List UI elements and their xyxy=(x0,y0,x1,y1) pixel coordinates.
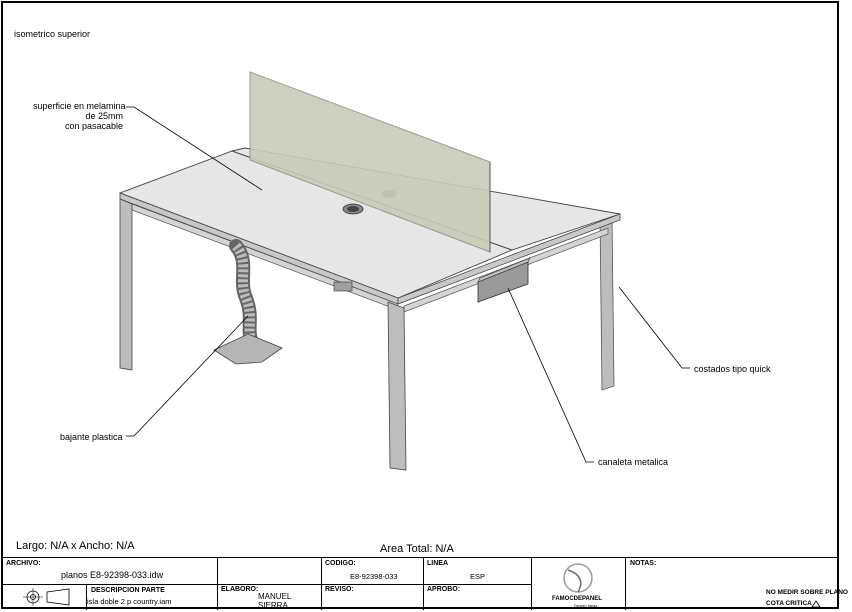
tb-notas-cell: NOTAS: NO MEDIR SOBRE PLANO COTA CRITICA xyxy=(626,558,848,610)
leg-front-left xyxy=(119,198,133,371)
tb-archivo-value: planos E8-92398-033.idw xyxy=(61,570,164,580)
tb-linea-cell: LINEA ESP APROBO: xyxy=(424,558,532,610)
tb-reviso-label: REVISO: xyxy=(325,586,354,593)
leader-bajante xyxy=(126,315,249,437)
tb-descripcion-value: isla doble 2 p country.iam xyxy=(87,597,172,606)
privacy-screen xyxy=(249,71,491,253)
callout-superficie-line3: con pasacable xyxy=(64,121,123,131)
tb-notas-label: NOTAS: xyxy=(630,560,657,567)
callout-costados: costados tipo quick xyxy=(694,364,771,374)
tb-elaboro-cell: ELABORO: MANUEL SIERRA xyxy=(218,558,322,610)
cable-spine xyxy=(213,239,283,365)
title-block: ARCHIVO: planos E8-92398-033.idw DESCRIP… xyxy=(3,557,848,610)
tb-archivo-cell: ARCHIVO: planos E8-92398-033.idw DESCRIP… xyxy=(3,558,218,610)
critical-dimension-icon xyxy=(811,600,821,608)
sheet-frame xyxy=(1,1,839,609)
tb-divider xyxy=(86,584,87,610)
tb-divider xyxy=(3,584,218,585)
tb-elaboro-value-2: SIERRA xyxy=(258,601,288,610)
tb-logo-sub: Design Ideas xyxy=(574,603,598,608)
tb-nota-1: NO MEDIR SOBRE PLANO xyxy=(766,589,848,596)
projection-symbol-icon xyxy=(23,588,70,606)
tb-nota-2: COTA CRITICA xyxy=(766,600,812,607)
tb-descripcion-label: DESCRIPCION PARTE xyxy=(91,587,165,594)
cable-tray xyxy=(333,257,531,303)
leader-costados xyxy=(618,286,690,369)
leg-front-center xyxy=(387,301,407,471)
tb-divider xyxy=(424,584,532,585)
tb-codigo-label: CODIGO: xyxy=(325,560,356,567)
callout-superficie-line1: superficie en melamina xyxy=(33,101,126,111)
tb-logo-cell: FAMOCDEPANEL Design Ideas xyxy=(532,558,626,610)
tb-divider xyxy=(218,584,322,585)
callout-bajante: bajante plastica xyxy=(60,432,123,442)
leader-canaleta xyxy=(507,287,594,463)
leg-back-right xyxy=(599,215,615,391)
tb-divider xyxy=(322,584,424,585)
tb-archivo-label: ARCHIVO: xyxy=(6,560,41,567)
company-logo-icon xyxy=(563,563,593,593)
dimension-largo-ancho: Largo: N/A x Ancho: N/A xyxy=(16,540,135,552)
tb-linea-value: ESP xyxy=(470,572,486,581)
tb-codigo-cell: CODIGO: E8-92398-033 REVISO: xyxy=(322,558,424,610)
callout-canaleta: canaleta metalica xyxy=(598,457,669,467)
tb-logo-text: FAMOCDEPANEL xyxy=(552,596,602,602)
leader-lines xyxy=(126,106,690,463)
dimension-area-total: Area Total: N/A xyxy=(380,543,454,555)
tb-elaboro-label: ELABORO: xyxy=(221,586,259,593)
tb-elaboro-value-1: MANUEL xyxy=(258,592,292,601)
tb-linea-label: LINEA xyxy=(427,560,448,567)
leader-superficie xyxy=(126,106,263,191)
grommet-front xyxy=(342,203,364,215)
callout-superficie: superficie en melamina de 25mm con pasac… xyxy=(33,101,126,131)
view-title: isometrico superior xyxy=(14,29,91,39)
tb-codigo-value: E8-92398-033 xyxy=(350,572,398,581)
callout-superficie-line2: de 25mm xyxy=(85,111,123,121)
tb-aprobo-label: APROBO: xyxy=(427,586,461,593)
